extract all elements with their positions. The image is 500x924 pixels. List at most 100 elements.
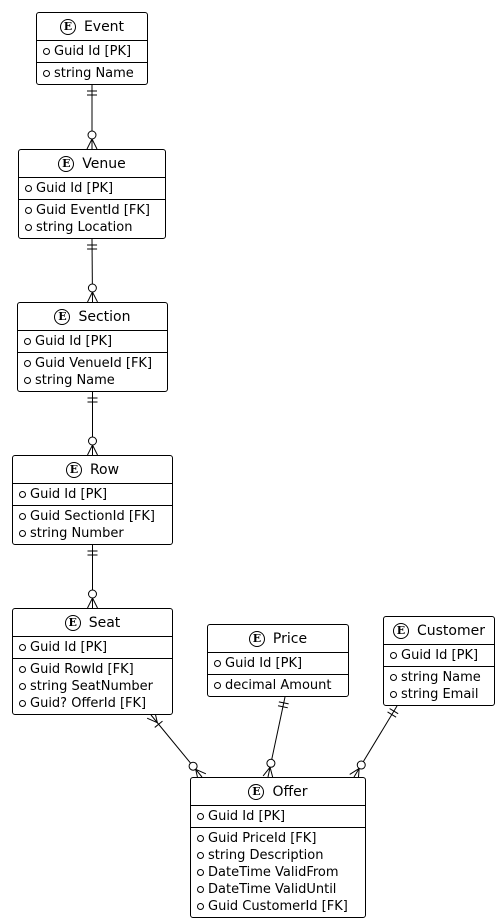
attribute-marker-icon	[214, 682, 221, 689]
attribute-marker-icon	[25, 224, 32, 231]
key-section: Guid Id [PK]	[19, 178, 165, 199]
key-section: Guid Id [PK]	[191, 806, 365, 827]
key-section: Guid Id [PK]	[37, 41, 147, 62]
attribute-marker-icon	[19, 513, 26, 520]
cardinality-one-bar	[154, 720, 163, 728]
attribute-text: string Description	[208, 848, 324, 863]
crows-foot-prong	[262, 766, 271, 777]
cardinality-zero-circle	[266, 758, 276, 768]
key-attribute: Guid Id [PK]	[19, 639, 172, 656]
field-attribute: DateTime ValidFrom	[197, 864, 365, 881]
attribute-marker-icon	[24, 377, 31, 384]
field-attribute: string Description	[197, 847, 365, 864]
key-attribute: Guid Id [PK]	[43, 43, 147, 60]
attribute-text: Guid Id [PK]	[30, 487, 108, 502]
attribute-marker-icon	[197, 852, 204, 859]
attribute-marker-icon	[214, 660, 221, 667]
attribute-text: DateTime ValidUntil	[208, 882, 337, 897]
entity-name: Section	[78, 308, 131, 325]
attribute-marker-icon	[19, 700, 26, 707]
entity-name: Row	[89, 461, 120, 478]
attribute-text: Guid? OfferId [FK]	[30, 696, 147, 711]
attribute-text: Guid Id [PK]	[54, 44, 132, 59]
field-attribute: Guid EventId [FK]	[25, 202, 165, 219]
key-attribute: Guid Id [PK]	[197, 808, 365, 825]
attribute-marker-icon	[197, 813, 204, 820]
attribute-marker-icon	[197, 886, 204, 893]
crows-foot-prong	[87, 597, 93, 609]
field-attribute: Guid? OfferId [FK]	[19, 695, 172, 712]
attribute-marker-icon	[24, 338, 31, 345]
crows-foot-prong	[92, 597, 98, 609]
cardinality-zero-circle	[88, 436, 97, 446]
field-section: Guid EventId [FK] string Location	[19, 199, 165, 238]
cardinality-zero-circle	[188, 761, 198, 771]
crows-foot-prong	[195, 768, 207, 775]
attribute-marker-icon	[390, 652, 397, 659]
key-attribute: Guid Id [PK]	[19, 486, 172, 503]
field-attribute: Guid RowId [FK]	[19, 661, 172, 678]
attribute-marker-icon	[25, 207, 32, 214]
attribute-text: Guid SectionId [FK]	[30, 509, 155, 524]
attribute-text: Guid Id [PK]	[401, 648, 479, 663]
crows-foot-prong	[87, 291, 93, 303]
attribute-marker-icon	[43, 48, 50, 55]
crows-foot-prong	[92, 444, 98, 456]
crows-foot-prong	[349, 768, 360, 775]
entity-badge-icon: E	[248, 783, 265, 800]
key-section: Guid Id [PK]	[208, 653, 348, 674]
cardinality-one-bar	[278, 701, 289, 705]
crows-foot-prong	[87, 444, 93, 456]
key-section: Guid Id [PK]	[384, 645, 494, 666]
key-attribute: Guid Id [PK]	[214, 655, 348, 672]
attribute-text: Guid Id [PK]	[35, 334, 113, 349]
attribute-marker-icon	[25, 185, 32, 192]
entity-name: Venue	[82, 155, 126, 172]
cardinality-zero-circle	[356, 760, 366, 770]
field-attribute: Guid PriceId [FK]	[197, 830, 365, 847]
attribute-text: string Name	[401, 670, 481, 685]
attribute-text: Guid PriceId [FK]	[208, 831, 317, 846]
crows-foot-prong	[269, 767, 274, 779]
attribute-text: Guid EventId [FK]	[36, 203, 150, 218]
attribute-marker-icon	[390, 674, 397, 681]
cardinality-zero-circle	[87, 283, 97, 293]
attribute-text: Guid Id [PK]	[208, 809, 286, 824]
field-attribute: string Number	[19, 525, 172, 542]
attribute-text: Guid Id [PK]	[30, 640, 108, 655]
field-section: Guid SectionId [FK]string Number	[13, 505, 172, 544]
entity-badge-icon: E	[54, 308, 71, 325]
field-attribute: decimal Amount	[214, 677, 348, 694]
attribute-marker-icon	[19, 530, 26, 537]
entity-badge-icon: E	[59, 18, 76, 35]
cardinality-one-bar	[387, 711, 397, 718]
crows-foot-prong	[91, 138, 98, 150]
attribute-text: string Email	[401, 687, 479, 702]
attribute-text: Guid RowId [FK]	[30, 662, 134, 677]
cardinality-one-bar	[277, 705, 288, 709]
field-section: decimal Amount	[208, 674, 348, 696]
attribute-text: Guid Id [PK]	[225, 656, 303, 671]
attribute-marker-icon	[19, 666, 26, 673]
attribute-text: string Location	[36, 220, 133, 235]
key-section: Guid Id [PK]	[13, 484, 172, 505]
attribute-marker-icon	[197, 869, 204, 876]
field-attribute: string Name	[43, 65, 147, 82]
attribute-text: Guid CustomerId [FK]	[208, 899, 348, 914]
cardinality-zero-circle	[88, 589, 97, 599]
entity-badge-icon: E	[248, 630, 265, 647]
